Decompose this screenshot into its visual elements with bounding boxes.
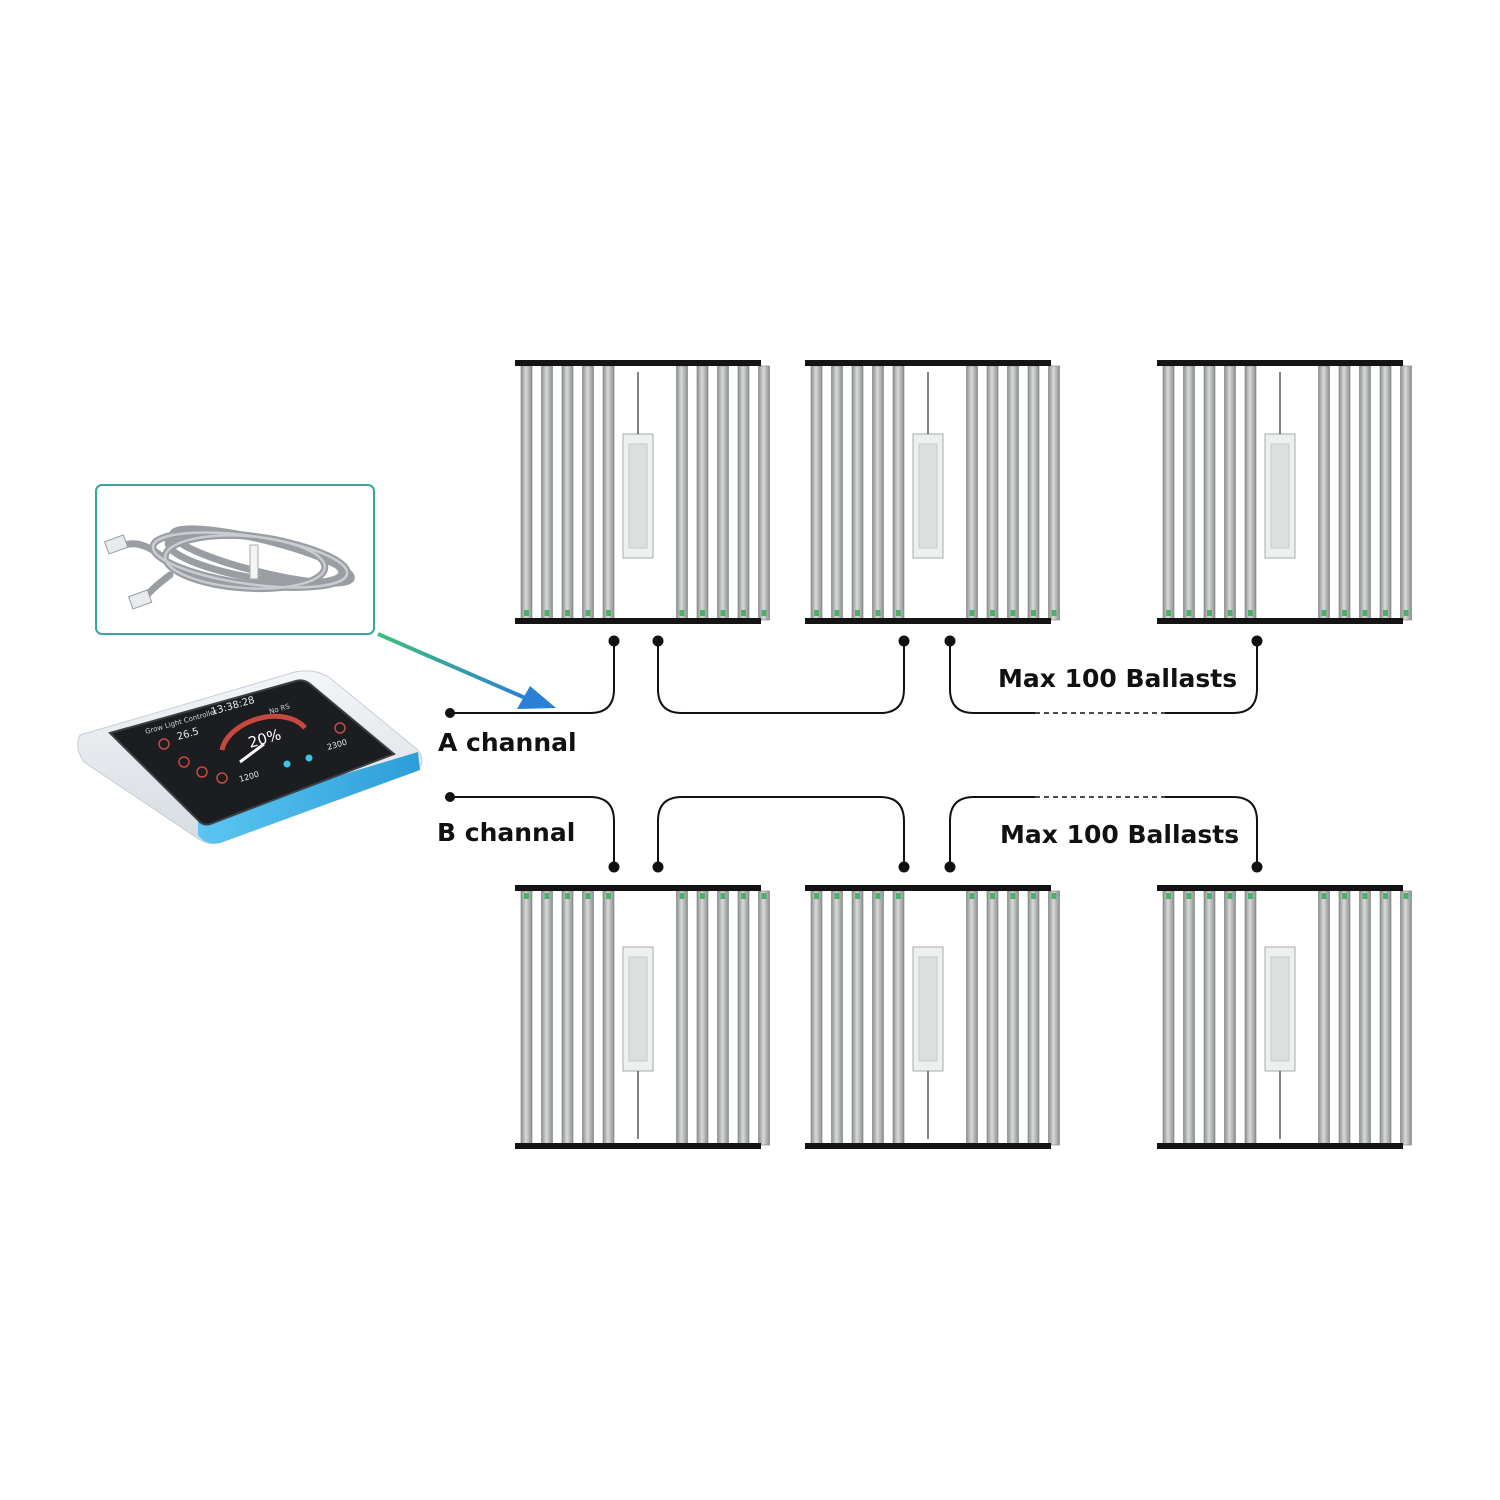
led-grow-light-icon (1157, 885, 1412, 1149)
led-grow-light-icon (515, 885, 770, 1149)
rj-cable-icon (103, 525, 355, 610)
controller-dial (219, 713, 307, 751)
channel-a-wire-2 (657, 641, 905, 714)
connector-dot (944, 861, 956, 873)
connection-arrow-icon (377, 632, 556, 709)
connector-dot (608, 861, 620, 873)
channel-b-wire-3b (1165, 796, 1258, 867)
led-grow-light-icon (805, 360, 1060, 624)
connector-dot (1251, 861, 1263, 873)
channel-a-wire-1 (450, 641, 615, 714)
channel-b-wiring (445, 792, 1263, 873)
connector-dot (1251, 635, 1263, 647)
connector-dot (608, 635, 620, 647)
channel-a-wire-3a (949, 641, 1035, 714)
connector-dot (898, 861, 910, 873)
led-grow-light-icon (805, 885, 1060, 1149)
cable-box (95, 484, 375, 635)
connector-dot (898, 635, 910, 647)
connector-dot (652, 861, 664, 873)
led-grow-light-icon (515, 360, 770, 624)
max-ballasts-a-label: Max 100 Ballasts (998, 664, 1238, 693)
channel-b-wire-3a (949, 796, 1035, 867)
max-ballasts-b-label: Max 100 Ballasts (1000, 820, 1240, 849)
grow-light-fixtures (515, 360, 1412, 1149)
channel-a-wiring (445, 635, 1263, 718)
connector-dot (944, 635, 956, 647)
channel-a-wire-3b (1165, 641, 1258, 714)
touch-controller-icon: Grow Light Controller 13:38:28 26.5 No R… (77, 670, 423, 845)
channel-b-wire-2 (657, 796, 905, 867)
channel-b-wire-1 (450, 796, 615, 867)
channel-a-label: A channal (438, 728, 577, 757)
connector-dot (652, 635, 664, 647)
channel-b-label: B channal (437, 818, 576, 847)
led-grow-light-icon (1157, 360, 1412, 624)
